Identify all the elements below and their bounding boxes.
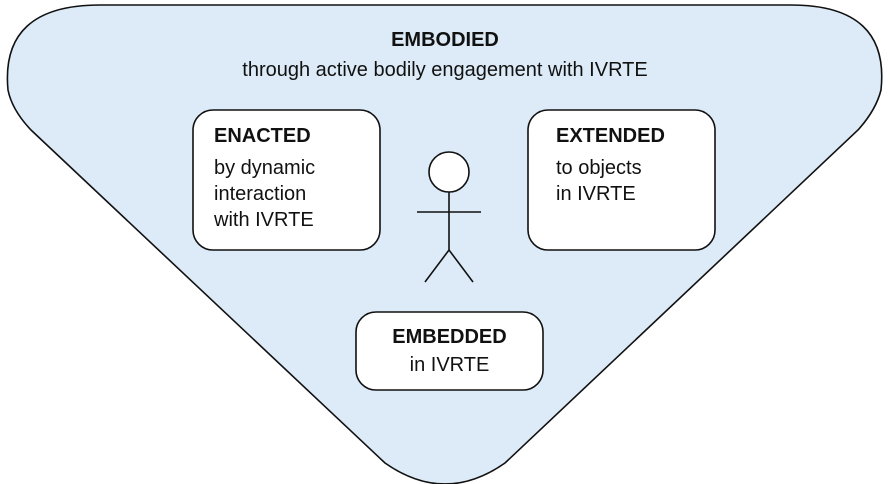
embodied-subtitle: through active bodily engagement with IV… [242, 59, 648, 81]
extended-line-2: in IVRTE [556, 183, 636, 205]
enacted-line-1: by dynamic [214, 157, 316, 179]
enacted-line-3: with IVRTE [214, 209, 314, 231]
stick-figure-icon [417, 151, 481, 283]
enacted-title: ENACTED [214, 125, 311, 147]
enacted-line-2: interaction [214, 183, 307, 205]
extended-line-1: to objects [556, 157, 642, 179]
embedded-title: EMBEDDED [392, 326, 507, 348]
embodied-title: EMBODIED [391, 29, 499, 51]
enacted-box [192, 109, 381, 251]
extended-box [527, 109, 716, 251]
embedded-line-1: in IVRTE [409, 354, 490, 376]
extended-title: EXTENDED [556, 125, 665, 147]
embedded-box [355, 311, 544, 391]
